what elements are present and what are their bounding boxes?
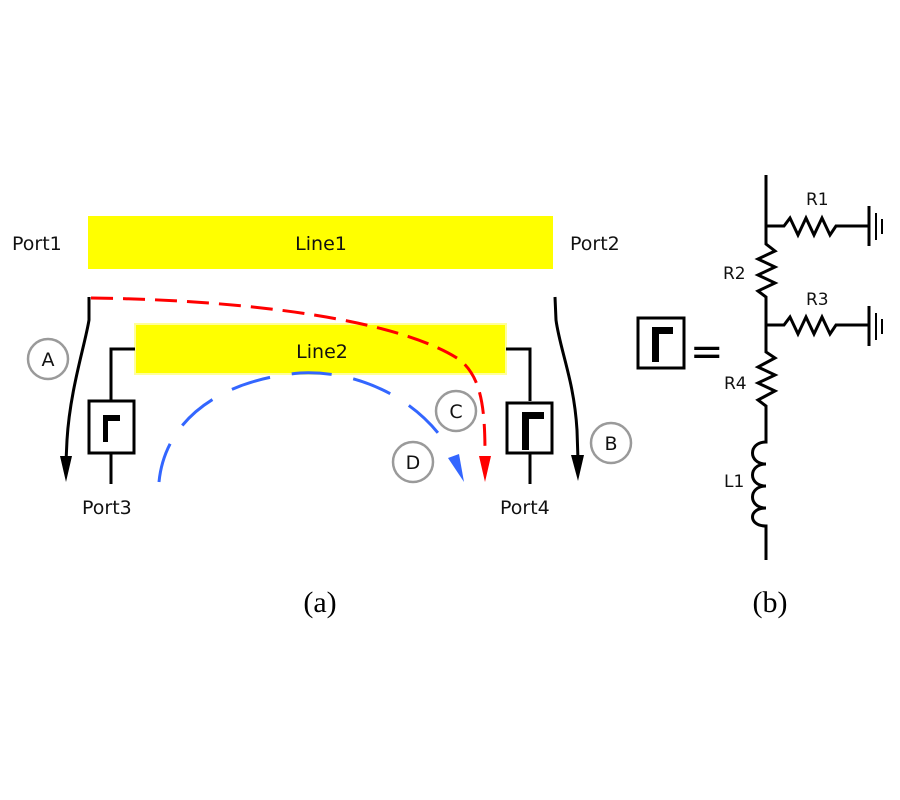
path-b-label: B [604, 433, 617, 455]
gamma-box-equivalent [636, 316, 686, 370]
resistor-r2: R2 [723, 240, 779, 324]
ground-icon-r3 [867, 306, 883, 346]
line2-label: Line2 [296, 341, 348, 363]
gamma-icon-left [103, 415, 120, 442]
path-c: C [90, 296, 491, 482]
line2-strip [134, 323, 507, 375]
path-a-tag [26, 337, 70, 381]
resistor-r1: R1 [766, 190, 883, 246]
r1-label: R1 [806, 190, 829, 210]
path-d-label: D [406, 452, 421, 474]
l1-label: L1 [724, 472, 744, 492]
r4-zigzag [754, 324, 779, 440]
gamma-icon-right [522, 412, 544, 450]
l1-coils [751, 440, 768, 560]
port1-label: Port1 [12, 233, 62, 255]
caption-a: (a) [303, 586, 336, 619]
caption-b: (b) [753, 586, 788, 619]
path-a-label: A [42, 349, 55, 371]
right-termination [505, 347, 554, 484]
gamma-box-right [505, 401, 554, 455]
resistor-r4: R4 [724, 324, 779, 440]
r3-label: R3 [806, 290, 829, 310]
r1-zigzag [766, 214, 868, 239]
path-b: B [553, 296, 633, 481]
gamma-box-left [87, 399, 136, 455]
line1: Line1 [88, 216, 553, 269]
line1-label: Line1 [295, 233, 347, 255]
r2-label: R2 [723, 264, 746, 284]
path-d: D [157, 371, 464, 484]
left-termination-wire-top [109, 347, 135, 400]
figure-b: = R1 R2 R3 [636, 175, 883, 619]
left-termination [87, 347, 136, 484]
path-b-curve [553, 296, 580, 461]
equals-sign: = [690, 329, 724, 375]
path-a: A [26, 297, 91, 482]
resistor-r3: R3 [766, 290, 883, 346]
path-d-curve [157, 371, 452, 483]
path-d-arrowhead [448, 454, 464, 482]
ground-icon-r1 [867, 206, 883, 246]
path-c-tag [434, 389, 478, 433]
port4-label: Port4 [500, 497, 550, 519]
r2-zigzag [754, 240, 779, 324]
r4-label: R4 [724, 374, 747, 394]
path-c-arrowhead [479, 456, 491, 482]
r3-zigzag [766, 313, 868, 338]
line2: Line2 [134, 323, 507, 375]
path-a-curve [64, 297, 91, 463]
right-termination-wire-top [506, 347, 532, 401]
figure-a: Line1 Line2 Port1 Port2 Port3 Port4 [12, 216, 633, 619]
port3-label: Port3 [82, 497, 132, 519]
line1-strip [88, 216, 553, 269]
path-b-arrowhead [571, 455, 584, 481]
inductor-l1: L1 [724, 440, 768, 560]
gamma-icon-equivalent [652, 327, 673, 362]
path-c-curve [90, 296, 487, 456]
path-d-tag [391, 440, 435, 484]
path-c-label: C [449, 401, 462, 423]
path-b-tag [589, 421, 633, 465]
port2-label: Port2 [570, 233, 620, 255]
path-a-arrowhead [60, 456, 72, 482]
